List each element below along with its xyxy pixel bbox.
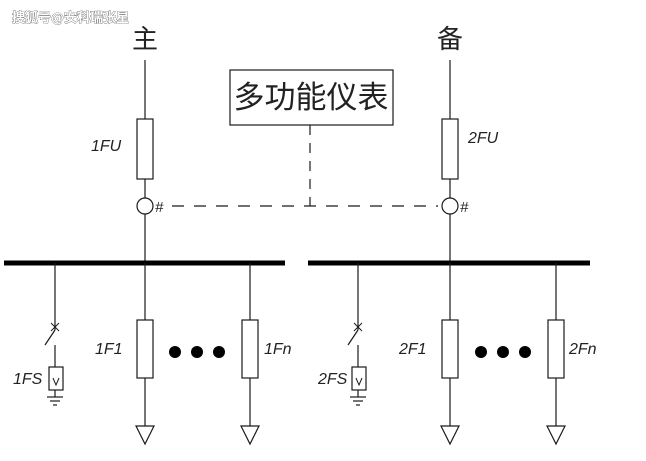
backup-feeder-fuse-first: [441, 319, 459, 379]
main-source-label: 主: [132, 25, 158, 55]
main-feeder-last: [240, 263, 260, 446]
backup-ellipsis-dots: [475, 346, 531, 358]
main-feeder-first-arrow-icon: [135, 425, 155, 446]
backup-feeder-fuse-last-label: 2Fn: [568, 341, 597, 358]
main-incoming-fuse-label: 1FU: [91, 138, 122, 155]
backup-feeder-last-arrow-icon: [546, 425, 566, 446]
backup-spd-branch: [347, 263, 367, 406]
main-ct-mark: #: [155, 199, 164, 216]
backup-feeder-first: [440, 263, 460, 446]
backup-current-transformer: [441, 197, 459, 215]
main-feeder-fuse-first-label: 1F1: [95, 341, 123, 358]
main-spd-branch: [44, 263, 64, 406]
main-spd: [48, 366, 64, 391]
backup-spd-label: 2FS: [317, 371, 348, 388]
backup-incoming-fuse-label: 2FU: [467, 130, 499, 147]
backup-incoming-feeder: [441, 60, 459, 263]
watermark: 搜狐号@安科瑞张星: [12, 10, 129, 26]
main-feeder-fuse-first: [136, 319, 154, 379]
backup-feeder-first-arrow-icon: [440, 425, 460, 446]
main-spd-label: 1FS: [13, 371, 43, 388]
main-current-transformer: [136, 197, 154, 215]
backup-feeder-fuse-first-label: 2F1: [398, 341, 427, 358]
backup-spd: [351, 366, 367, 391]
backup-spd-switch: [347, 329, 359, 346]
backup-feeder-fuse-last: [547, 319, 565, 379]
main-ellipsis-dots: [169, 346, 225, 358]
backup-feeder-last: [546, 263, 566, 446]
main-feeder-last-arrow-icon: [240, 425, 260, 446]
backup-ct-mark: #: [460, 199, 469, 216]
main-feeder-fuse-last: [241, 319, 259, 379]
backup-source-label: 备: [437, 25, 463, 55]
main-spd-switch: [44, 329, 56, 346]
multifunction-meter-label: 多功能仪表: [234, 80, 389, 116]
main-feeder-fuse-last-label: 1Fn: [264, 341, 292, 358]
main-feeder-first: [135, 263, 155, 446]
main-incoming-fuse: [136, 118, 154, 180]
main-incoming-feeder: [136, 60, 154, 263]
backup-incoming-fuse: [441, 118, 459, 180]
multifunction-meter-box: [229, 69, 394, 126]
